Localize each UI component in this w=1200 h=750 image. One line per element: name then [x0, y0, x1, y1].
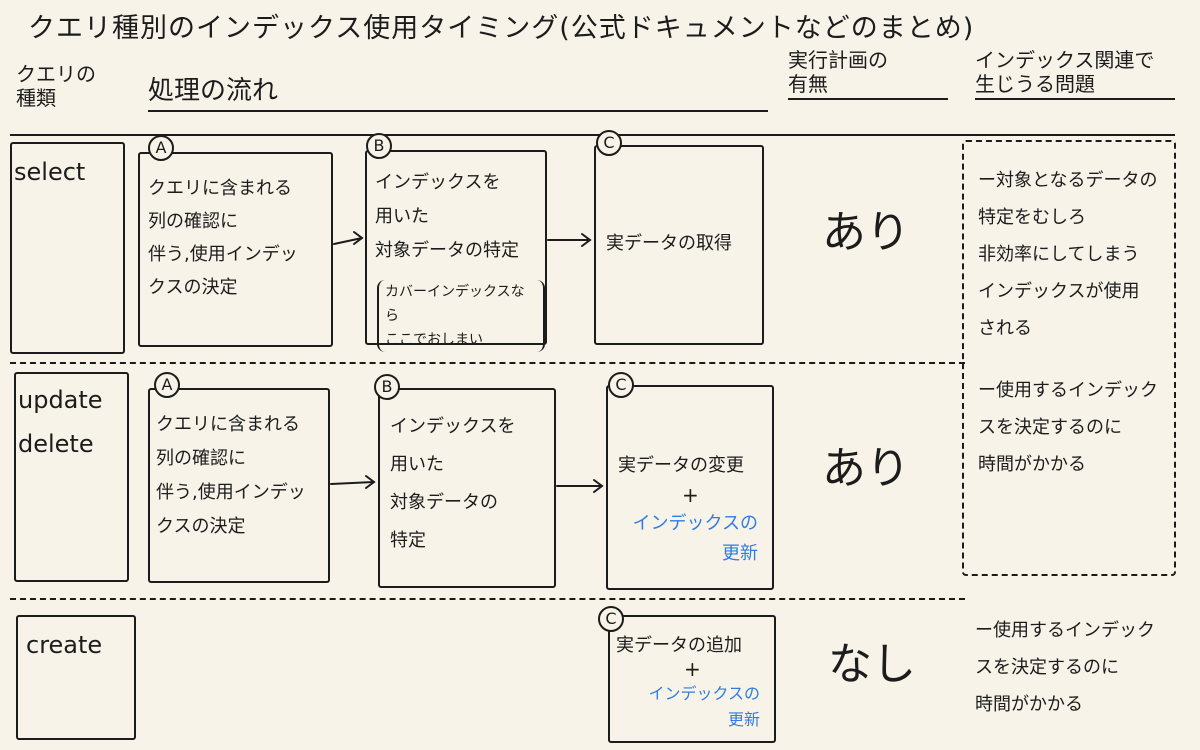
step-c-badge-update: C [608, 372, 634, 398]
step-a-badge-select: A [148, 135, 174, 161]
step-c-text-update: 実データの変更 [618, 455, 744, 476]
table-top-line [10, 134, 1175, 136]
index-update-text-create: インデックスの 更新 [648, 684, 760, 729]
step-a-box-select: クエリに含まれる 列の確認に 伴う,使用インデッ クスの決定 [138, 152, 333, 347]
diagram-title: クエリ種別のインデックス使用タイミング(公式ドキュメントなどのまとめ) [28, 13, 975, 44]
arrow-b-to-c-select [547, 233, 592, 247]
step-c-badge-select: C [596, 130, 622, 156]
arrow-a-to-b-update [330, 475, 376, 489]
step-c-box-update: 実データの変更 + インデックスの 更新 [606, 385, 774, 590]
index-update-text-update: インデックスの 更新 [632, 513, 758, 564]
step-b-box-update: インデックスを 用いた 対象データの 特定 [378, 388, 556, 588]
issue-text-update: ー使用するインデック スを決定するのに 時間がかかる [978, 380, 1158, 475]
query-type-label-select: select [14, 158, 86, 186]
step-a-text-update: クエリに含まれる 列の確認に 伴う,使用インデッ クスの決定 [156, 414, 306, 537]
step-a-box-update: クエリに含まれる 列の確認に 伴う,使用インデッ クスの決定 [148, 388, 330, 583]
issues-dashed-box [962, 140, 1176, 576]
query-type-label-update: update delete [18, 386, 103, 458]
header-flow: 処理の流れ [148, 76, 768, 112]
plan-value-create: なし [828, 639, 916, 690]
step-c-box-select: 実データの取得 [594, 145, 764, 345]
header-issues: インデックス関連で 生じうる問題 [975, 48, 1175, 100]
query-type-box-create: create [16, 615, 136, 740]
query-type-label-create: create [26, 631, 103, 659]
issue-text-create: ー使用するインデック スを決定するのに 時間がかかる [975, 620, 1155, 715]
step-c-box-create: 実データの追加 + インデックスの 更新 [608, 615, 776, 743]
step-c-text-create: 実データの追加 [616, 635, 742, 656]
step-b-text-update: インデックスを 用いた 対象データの 特定 [390, 416, 516, 551]
issue-text-select: ー対象となるデータの 特定をむしろ 非効率にしてしまう インデックスが使用 され… [978, 170, 1158, 339]
covering-index-note: カバーインデックスなら ここでおしまい [377, 280, 545, 352]
row-divider-2 [10, 598, 965, 600]
arrow-a-to-b-select [333, 231, 364, 245]
step-b-badge-select: B [366, 133, 392, 159]
step-a-text-select: クエリに含まれる 列の確認に 伴う,使用インデッ クスの決定 [148, 178, 298, 298]
step-b-text-select: インデックスを 用いた 対象データの特定 [375, 172, 519, 261]
step-b-badge-update: B [374, 374, 400, 400]
header-plan: 実行計画の 有無 [788, 48, 948, 100]
step-b-box-select: インデックスを 用いた 対象データの特定 カバーインデックスなら ここでおしまい [365, 150, 547, 352]
arrow-b-to-c-update [556, 479, 604, 493]
plus-sign-update: + [682, 483, 699, 507]
step-c-text-select: 実データの取得 [606, 233, 732, 254]
row-divider-1 [10, 362, 965, 364]
plan-value-select: あり [822, 207, 910, 258]
query-type-box-select: select [10, 142, 125, 354]
plus-sign-create: + [684, 657, 701, 681]
query-type-box-update: update delete [14, 372, 129, 582]
step-c-badge-create: C [598, 606, 624, 632]
header-query-type: クエリの 種類 [16, 62, 96, 110]
step-a-badge-update: A [154, 372, 180, 398]
plan-value-update: あり [822, 443, 910, 494]
